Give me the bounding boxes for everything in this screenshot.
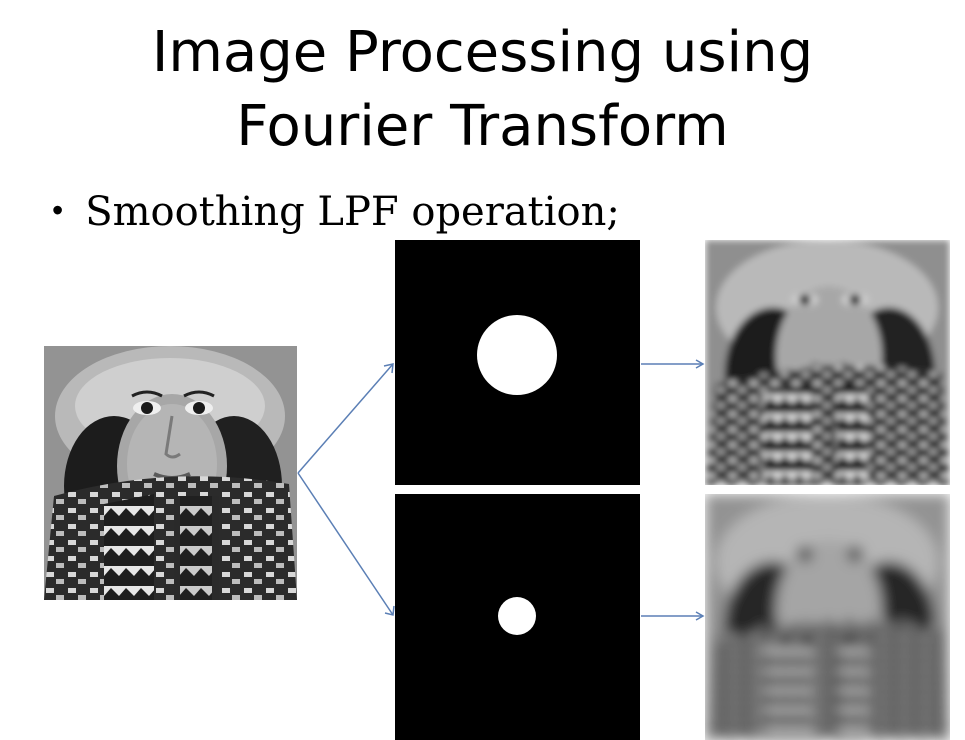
mask-passband-disk [498, 597, 536, 635]
title-line-2: Fourier Transform [236, 94, 729, 159]
lpf-mask-small-radius [395, 494, 640, 740]
slide-title: Image Processing using Fourier Transform [0, 16, 965, 164]
filtered-image-large-cutoff [705, 240, 950, 485]
filtered-image-small-cutoff [705, 494, 950, 740]
original-image [44, 346, 297, 600]
bullet-text: Smoothing LPF operation; [85, 189, 620, 235]
mask-passband-disk [477, 315, 557, 395]
lpf-mask-large-radius [395, 240, 640, 485]
bullet-dot-icon: • [52, 192, 64, 228]
arrowhead-icon [384, 605, 395, 616]
title-line-1: Image Processing using [151, 20, 814, 85]
arrow-original-to-mask-bottom [297, 472, 394, 616]
arrowhead-icon [695, 611, 705, 621]
arrowhead-icon [695, 359, 705, 369]
bullet-item: • Smoothing LPF operation; [52, 182, 620, 240]
arrowhead-icon [383, 363, 394, 374]
arrow-original-to-mask-top [297, 363, 394, 474]
